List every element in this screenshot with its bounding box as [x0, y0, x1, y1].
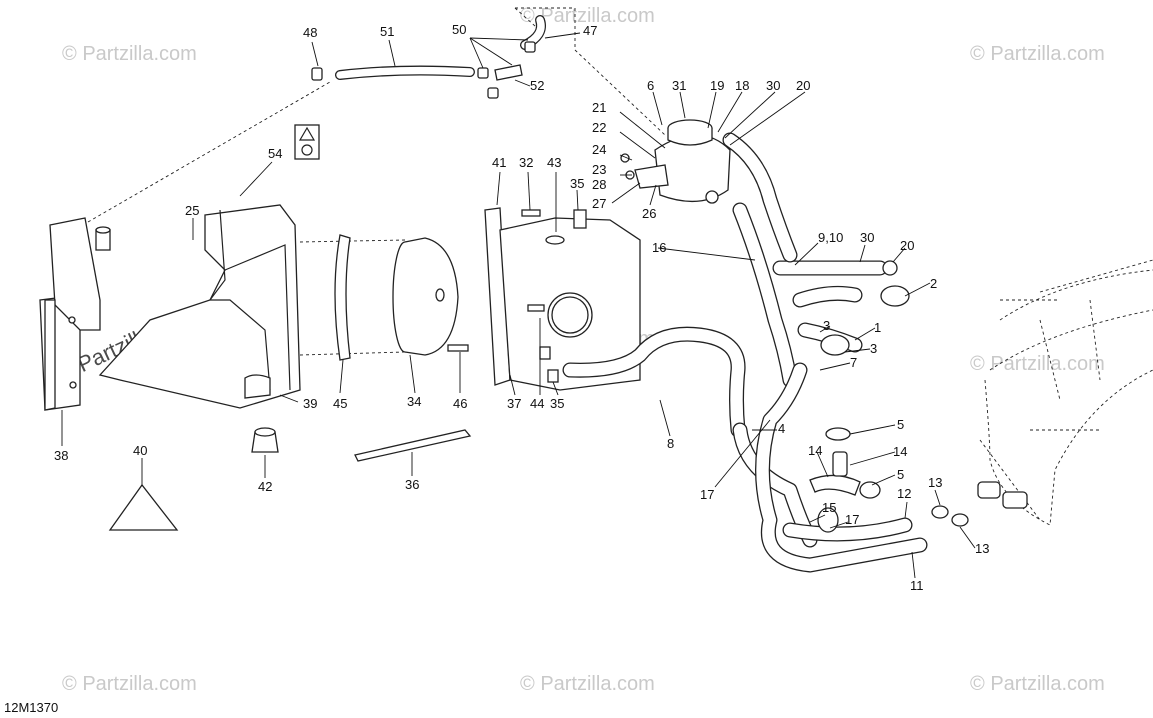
part-label: 38 [54, 448, 68, 463]
part-label: 35 [550, 396, 564, 411]
part-label: 21 [592, 100, 606, 115]
watermark-bottom-left: © Partzilla.com [62, 673, 197, 695]
part-label: 3 [823, 318, 830, 333]
part-label: 42 [258, 479, 272, 494]
part-label: 40 [133, 443, 147, 458]
part-label: 44 [530, 396, 544, 411]
watermark-top-center: © Partzilla.com [520, 5, 655, 27]
part-label: 17 [700, 487, 714, 502]
part-label: 19 [710, 78, 724, 93]
part-label: 24 [592, 142, 606, 157]
watermark-top-right: © Partzilla.com [970, 43, 1105, 65]
part-label: 14 [808, 443, 822, 458]
part-label: 45 [333, 396, 347, 411]
part-label: 28 [592, 177, 606, 192]
part-label: 26 [642, 206, 656, 221]
part-label: 13 [975, 541, 989, 556]
watermark-bottom-center: © Partzilla.com [520, 673, 655, 695]
reference-triangle-icon [108, 483, 179, 531]
part-label: 15 [822, 500, 836, 515]
part-label: 9,10 [818, 230, 843, 245]
part-label: 3 [870, 341, 877, 356]
part-label: 6 [647, 78, 654, 93]
part-label: 34 [407, 394, 421, 409]
vehicle-body-outline [984, 259, 1153, 526]
part-label: 16 [652, 240, 666, 255]
part-label: 5 [897, 467, 904, 482]
part-label: 36 [405, 477, 419, 492]
part-label: 11 [910, 578, 924, 593]
leader-lines [61, 32, 976, 579]
part-label: 18 [735, 78, 749, 93]
part-label: 30 [860, 230, 874, 245]
radiator-panel [39, 217, 111, 411]
part-label: 50 [452, 22, 466, 37]
part-number-labels: 48 51 50 47 52 6 31 19 18 30 20 21 22 24… [54, 22, 989, 593]
part-label: 20 [900, 238, 914, 253]
part-label: 37 [507, 396, 521, 411]
part-label: 14 [893, 444, 907, 459]
part-label: 27 [592, 196, 606, 211]
part-label: 46 [453, 396, 467, 411]
part-label: 8 [667, 436, 674, 451]
warning-label-icon [294, 124, 320, 160]
part-label: 48 [303, 25, 317, 40]
gasket [334, 234, 351, 361]
part-label: 2 [930, 276, 937, 291]
part-label: 47 [583, 23, 597, 38]
part-label: 1 [874, 320, 881, 335]
part-label: 13 [928, 475, 942, 490]
part-label: 35 [570, 176, 584, 191]
part-label: 17 [845, 512, 859, 527]
phantom-lines [87, 7, 1153, 521]
part-label: 5 [897, 417, 904, 432]
part-label: 4 [778, 421, 785, 436]
part-label: 25 [185, 203, 199, 218]
part-label: 39 [303, 396, 317, 411]
part-label: 32 [519, 155, 533, 170]
part-label: 22 [592, 120, 606, 135]
part-label: 7 [850, 355, 857, 370]
part-label: 12 [897, 486, 911, 501]
part-label: 52 [530, 78, 544, 93]
part-label: 20 [796, 78, 810, 93]
watermark-top-left: © Partzilla.com [62, 43, 197, 65]
diagram-reference-code: 12M1370 [4, 700, 58, 715]
watermark-bottom-right: © Partzilla.com [970, 673, 1105, 695]
part-label: 43 [547, 155, 561, 170]
part-label: 30 [766, 78, 780, 93]
air-duct [98, 204, 301, 409]
airbox-housing [484, 207, 641, 391]
part-label: 41 [492, 155, 506, 170]
hardware-parts [108, 15, 1028, 533]
part-label: 51 [380, 24, 394, 39]
watermark-mid-right: © Partzilla.com [970, 353, 1105, 375]
part-label: 54 [268, 146, 282, 161]
air-filter [392, 237, 459, 356]
part-label: 31 [672, 78, 686, 93]
part-label: 23 [592, 162, 606, 177]
coolant-reservoir [634, 119, 731, 204]
